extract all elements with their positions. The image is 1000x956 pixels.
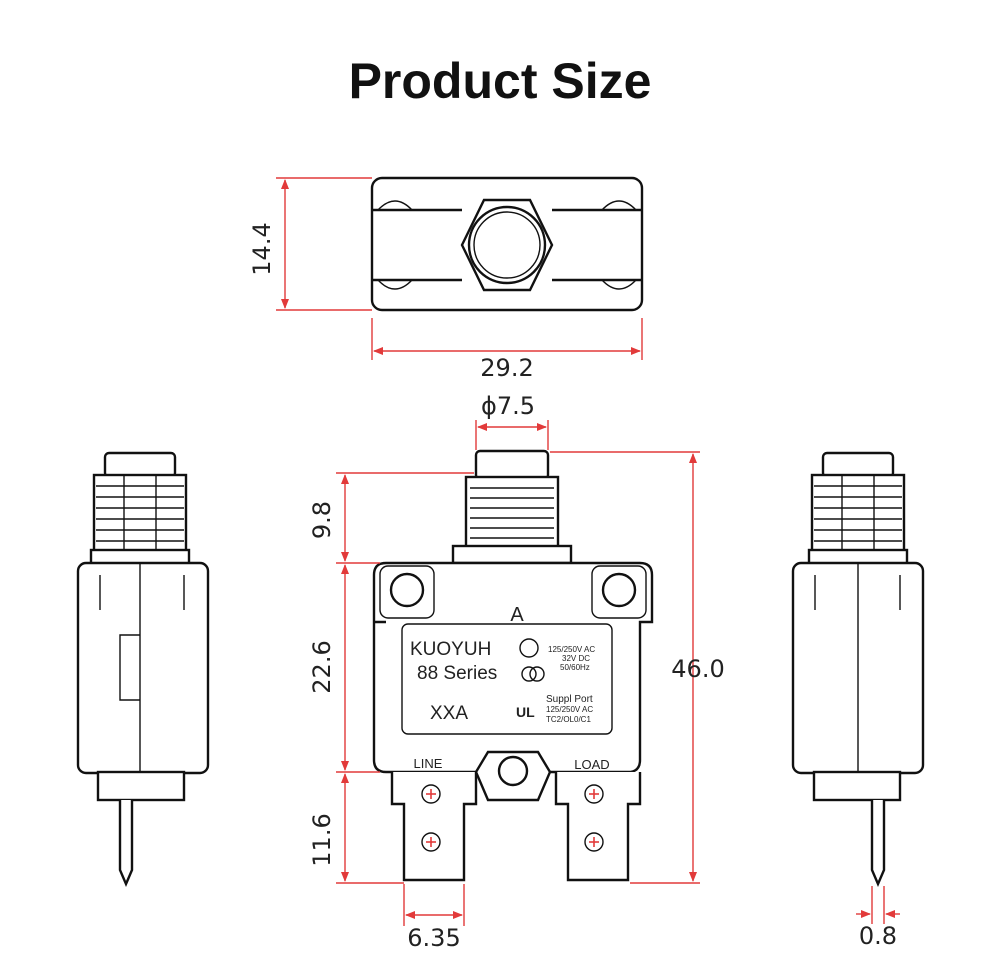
dim-terminal-thickness: 0.8: [856, 886, 900, 950]
series-text: 88 Series: [417, 663, 497, 684]
button-diameter-label: ϕ7.5: [481, 392, 535, 420]
ratings-line-2: 32V DC: [562, 654, 590, 663]
rating-text: XXA: [430, 703, 468, 724]
amp-mark: A: [510, 604, 524, 626]
width-top-label: 29.2: [480, 354, 533, 382]
terminal-width-label: 6.35: [407, 924, 460, 952]
dim-total-height: 46.0: [550, 451, 725, 884]
dim-left-stack: 9.8 22.6 11.6: [308, 472, 474, 884]
top-view: [370, 176, 644, 312]
line-terminal-label: LINE: [414, 756, 443, 771]
left-side-view: [76, 451, 210, 888]
button-height-label: 9.8: [308, 501, 336, 539]
load-terminal-label: LOAD: [574, 757, 609, 772]
brand-text: KUOYUH: [410, 639, 491, 660]
ratings-line-1: 125/250V AC: [548, 645, 595, 654]
body-height-label: 22.6: [308, 640, 336, 693]
front-label: A KUOYUH 88 Series XXA UL 125/250V AC 32…: [410, 604, 610, 772]
supp-line-3: TC2/OL0/C1: [546, 715, 591, 724]
terminal-thickness-label: 0.8: [859, 922, 897, 950]
front-view: [372, 449, 654, 882]
dim-button-diameter: ϕ7.5: [475, 392, 549, 450]
dim-terminal-width: 6.35: [403, 884, 465, 952]
terminal-height-label: 11.6: [308, 813, 336, 866]
right-side-view: [791, 451, 925, 888]
ul-mark: UL: [516, 704, 535, 720]
total-height-label: 46.0: [671, 655, 724, 683]
terminal-screws: [421, 784, 604, 852]
page-title: Product Size: [348, 53, 652, 109]
dim-height-top: 14.4: [248, 177, 372, 311]
supp-line-1: Suppl Port: [546, 694, 593, 705]
dim-width-top: 29.2: [371, 318, 643, 382]
supp-line-2: 125/250V AC: [546, 705, 593, 714]
ratings-line-3: 50/60Hz: [560, 663, 590, 672]
height-top-label: 14.4: [248, 222, 276, 275]
